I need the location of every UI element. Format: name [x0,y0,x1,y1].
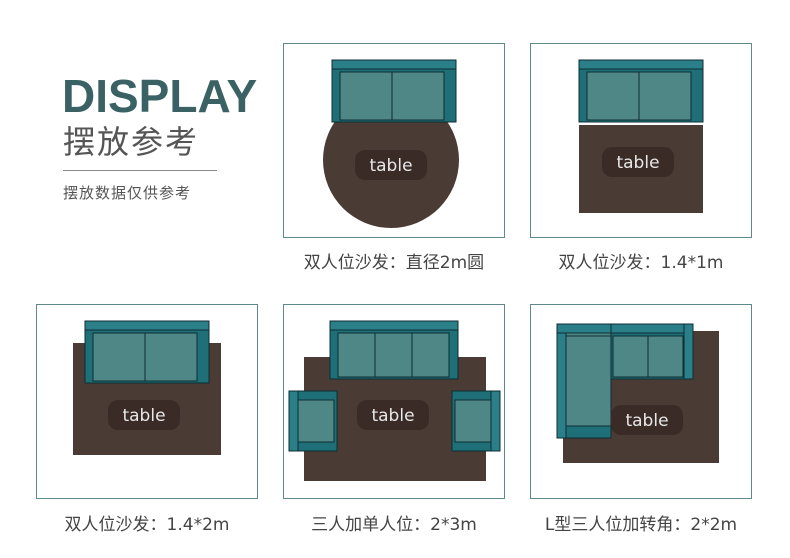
sofa-two-seat [84,320,210,384]
sofa-l-shape [556,323,694,439]
sofa-three-seat [329,320,459,380]
panel-caption: 双人位沙发：直径2m圆 [303,253,485,273]
panel-caption: 双人位沙发：1.4*2m [64,515,230,535]
layout-panel-1-4x2: table [36,304,258,499]
armchair-left [288,390,338,452]
table-pill [611,405,683,435]
panel-caption: 三人加单人位：2*3m [311,515,477,535]
table-pill [357,400,429,430]
layout-panel-round: table [283,43,505,238]
panel-caption: L型三人位加转角：2*2m [544,515,738,535]
rect-rug-diagram: table [578,59,704,213]
title-divider [63,170,217,171]
three-seat-diagram: table [288,320,501,481]
armchair-right [451,390,501,452]
rect-rug-diagram: table [73,320,221,455]
l-shape-diagram: table [556,323,719,463]
table-label: table [616,153,659,173]
layout-panel-l-shape: table [530,304,752,499]
round-rug-diagram: table [323,59,459,228]
table-label: table [625,411,668,431]
sofa-two-seat [331,59,457,123]
display-title-cn: 摆放参考 [63,123,200,161]
table-label: table [122,406,165,426]
panel-caption: 双人位沙发：1.4*1m [558,253,724,273]
table-pill [602,147,674,177]
table-pill [108,400,180,430]
display-subtitle: 摆放数据仅供参考 [63,184,192,202]
table-label: table [369,156,412,176]
layout-panel-2x3: table [283,304,505,499]
table-pill [355,150,427,180]
layout-panel-1-4x1: table [530,43,752,238]
sofa-two-seat [578,59,704,123]
table-label: table [371,406,414,426]
display-title: DISPLAY [62,70,258,122]
